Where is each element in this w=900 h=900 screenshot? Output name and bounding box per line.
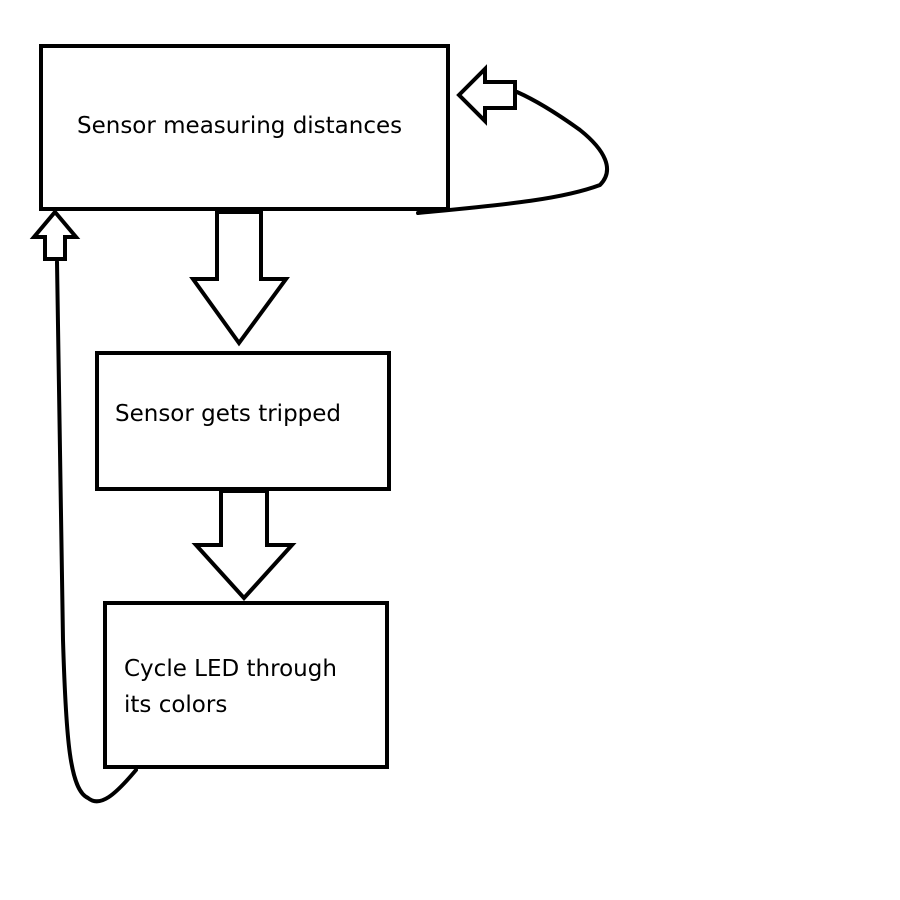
self-loop-measure (416, 64, 610, 215)
node-sensor-tripped-label: Sensor gets tripped (115, 401, 341, 427)
node-sensor-tripped-box (95, 351, 391, 491)
node-sensor-measuring-box (39, 44, 450, 211)
return-loop-arrowhead-up-icon (29, 208, 81, 261)
self-loop-curve (416, 90, 610, 215)
down-arrow-measure-to-tripped (189, 210, 290, 347)
node-cycle-led: Cycle LED through its colors (103, 601, 389, 769)
node-sensor-measuring-label: Sensor measuring distances (77, 113, 402, 139)
node-sensor-measuring: Sensor measuring distances (39, 44, 450, 211)
node-cycle-led-label-line-1: Cycle LED through (124, 656, 337, 682)
return-loop-curve (55, 260, 138, 804)
node-cycle-led-label-line-2: its colors (124, 692, 227, 718)
down-arrow-tripped-to-cycle (191, 489, 297, 601)
node-cycle-led-box (103, 601, 389, 769)
node-sensor-tripped: Sensor gets tripped (95, 351, 391, 491)
return-loop-cycle-to-measure (29, 208, 138, 804)
self-loop-arrowhead-left-icon (456, 64, 517, 126)
